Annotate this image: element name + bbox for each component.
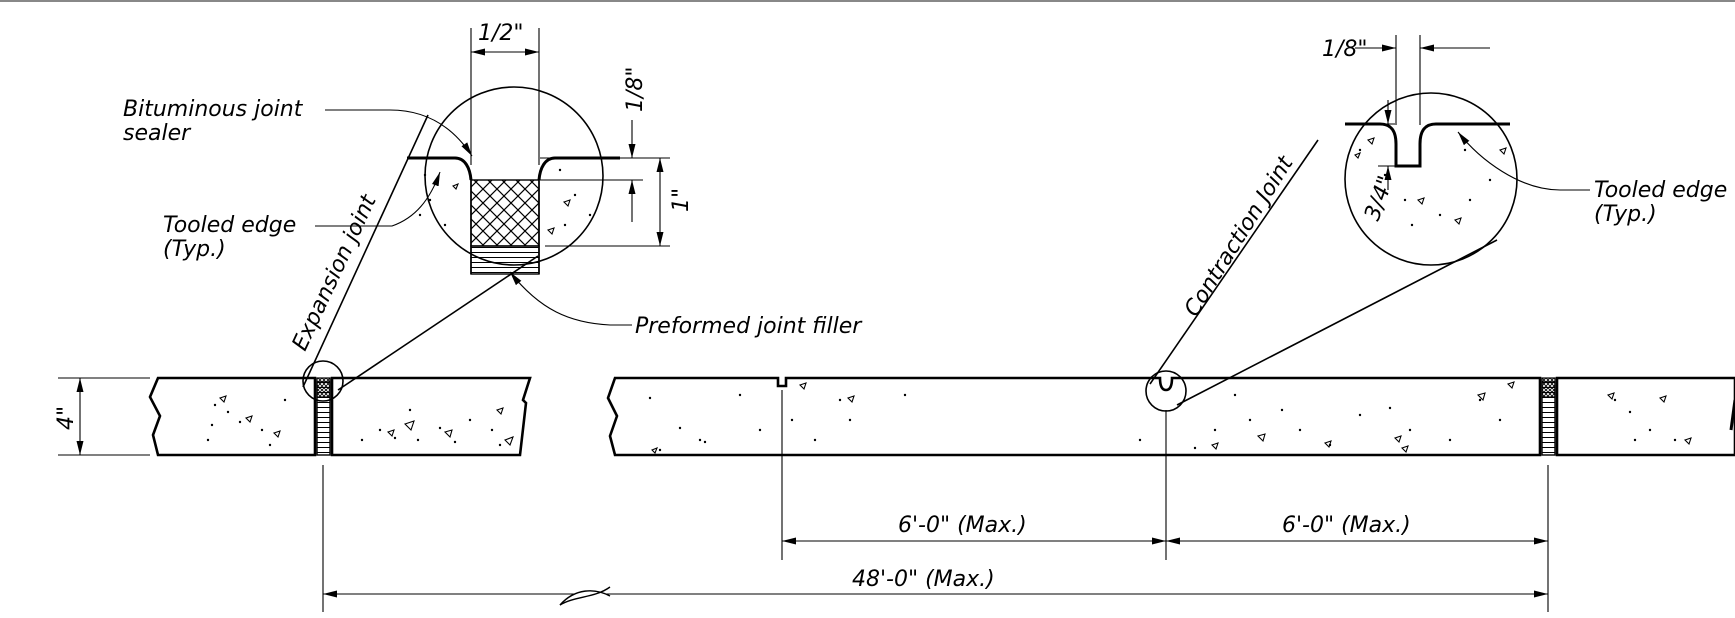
contraction-detail — [1149, 35, 1590, 406]
dim-six-ft-left: 6'-0" (Max.) — [898, 513, 1027, 538]
dim-slab-thickness: 4" — [54, 406, 79, 430]
tooled-edge-left-label-1: Tooled edge — [163, 213, 296, 238]
dim-half-inch: 1/2" — [478, 21, 524, 46]
dim-three-quarter: 3/4" — [1360, 173, 1399, 224]
dim-eighth-left: 1/8" — [623, 66, 648, 112]
expansion-detail — [302, 28, 670, 391]
tooled-edge-right-label-2: (Typ.) — [1594, 202, 1657, 227]
expansion-filler-right — [1541, 377, 1556, 456]
bituminous-label-2: sealer — [123, 121, 192, 146]
spacing-dimensions — [322, 390, 1549, 612]
aggregate-speckle — [206, 381, 1692, 454]
slab-left — [148, 376, 317, 457]
tooled-edge-left-label-2: (Typ.) — [163, 237, 226, 262]
bituminous-label-1: Bituminous joint — [123, 97, 304, 122]
slab-thickness-dimension — [58, 377, 150, 456]
preformed-filler-label: Preformed joint filler — [635, 314, 863, 339]
dim-one-inch: 1" — [669, 188, 694, 212]
slab-right — [1555, 376, 1735, 457]
tooled-edge-right-label-1: Tooled edge — [1594, 178, 1727, 203]
dim-forty-eight-ft: 48'-0" (Max.) — [852, 567, 995, 592]
slab-middle — [606, 376, 1542, 457]
contraction-joint-label: Contraction Joint — [1180, 151, 1299, 321]
dim-six-ft-right: 6'-0" (Max.) — [1282, 513, 1411, 538]
expansion-callout-circle — [302, 360, 344, 402]
dim-eighth-right: 1/8" — [1322, 37, 1368, 62]
expansion-joint-label: Expansion joint — [288, 190, 382, 355]
slab-left-2 — [330, 376, 532, 457]
expansion-filler — [316, 377, 331, 456]
